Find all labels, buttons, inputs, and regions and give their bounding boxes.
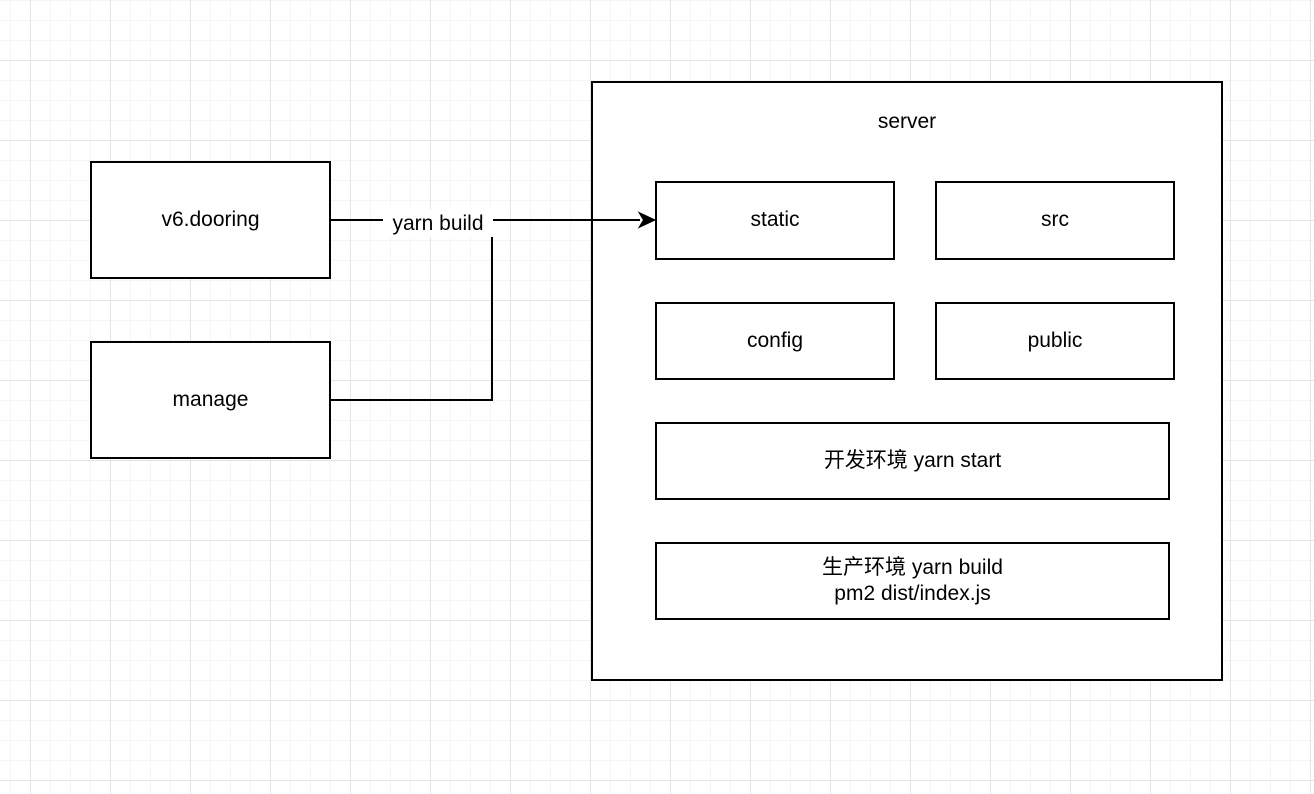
node-public-label: public [1027, 328, 1083, 352]
node-v6-dooring: v6.dooring [90, 161, 331, 279]
server-container-label: server [877, 110, 937, 133]
node-prod-env-line2: pm2 dist/index.js [834, 582, 991, 605]
edge-manage-branch [331, 220, 493, 401]
node-public: public [935, 302, 1175, 380]
node-config-label: config [746, 328, 804, 352]
edge-label-yarn-build: yarn build [383, 210, 493, 237]
node-v6-dooring-label: v6.dooring [161, 207, 260, 231]
node-prod-env: 生产环境 yarn build pm2 dist/index.js [655, 542, 1170, 620]
node-src-label: src [1041, 208, 1069, 232]
node-static-label: static [750, 208, 800, 232]
node-manage: manage [90, 341, 331, 459]
node-src: src [935, 181, 1175, 260]
node-config: config [655, 302, 895, 380]
node-static: static [655, 181, 895, 260]
node-manage-label: manage [172, 387, 249, 411]
node-dev-env: 开发环境 yarn start [655, 422, 1170, 500]
node-prod-env-line1: 生产环境 yarn build [822, 555, 1003, 579]
node-dev-env-label: 开发环境 yarn start [823, 448, 1002, 472]
